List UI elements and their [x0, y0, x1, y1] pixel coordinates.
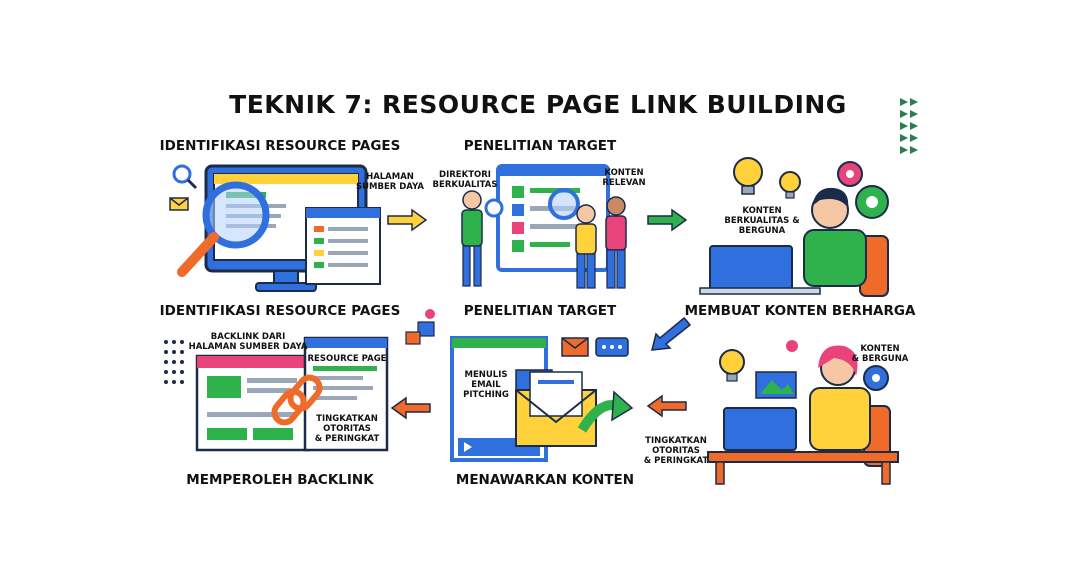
arrow-left-icon [390, 396, 431, 420]
backlink-label-top: BACKLINK DARI HALAMAN SUMBER DAYA [188, 332, 308, 352]
improve-illustration [707, 340, 899, 485]
arrow-left-icon [646, 394, 687, 418]
arrow-right-icon [387, 208, 428, 232]
page-title: TEKNIK 7: RESOURCE PAGE LINK BUILDING [229, 90, 847, 119]
backlink-caption: MEMPEROLEH BACKLINK [186, 472, 374, 488]
research-top-caption: PENELITIAN TARGET [463, 138, 617, 154]
arrow-down-left-icon [651, 316, 692, 351]
research-label-right: KONTEN RELEVAN [602, 168, 646, 188]
pitch-label: MENULIS EMAIL PITCHING [463, 370, 509, 400]
pitch-caption: MENAWARKAN KONTEN [455, 472, 635, 488]
email-pitch-illustration [450, 336, 634, 462]
research-illustration [461, 164, 627, 289]
research-label-left: DIREKTORI BERKUALITAS [432, 170, 498, 190]
backlink-label-resource: RESOURCE PAGE [307, 354, 387, 364]
dot-pattern-icon [164, 340, 184, 384]
research-bottom-caption: PENELITIAN TARGET [463, 303, 617, 319]
decorative-shapes-icon [405, 309, 435, 345]
improve-label-authority: TINGKATKAN OTORITAS & PERINGKAT [643, 436, 709, 466]
triangle-pattern-icon [900, 98, 918, 154]
create-caption: MEMBUAT KONTEN BERHARGA [684, 303, 916, 319]
identify-top-caption: IDENTIFIKASI RESOURCE PAGES [159, 138, 401, 154]
create-label: KONTEN BERKUALITAS & BERGUNA [724, 206, 800, 236]
monitor-illustration [169, 164, 381, 292]
backlink-label-authority: TINGKATKAN OTORITAS & PERINGKAT [314, 414, 380, 444]
create-content-illustration [699, 157, 889, 297]
improve-label-content: KONTEN & BERGUNA [851, 344, 909, 364]
arrow-right-icon [647, 208, 688, 232]
backlink-illustration [195, 336, 389, 452]
identify-bottom-caption: IDENTIFIKASI RESOURCE PAGES [159, 303, 401, 319]
identify-label: HALAMAN SUMBER DAYA [355, 172, 424, 192]
